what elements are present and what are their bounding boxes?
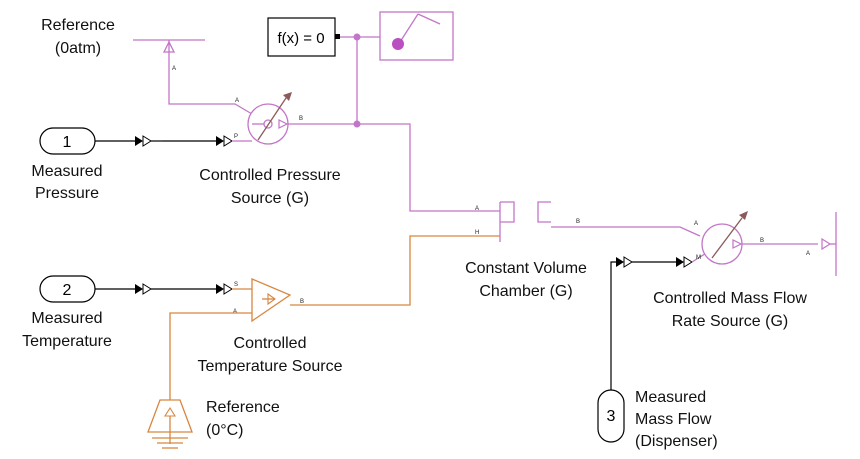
gas-connection-chamber-a[interactable] [288,123,500,212]
signal-line-pressure[interactable] [95,135,233,147]
gas-connection-reference[interactable] [168,58,253,115]
chamber-label-1: Constant Volume [465,260,587,277]
thermal-connection-reference[interactable] [169,312,252,400]
inport-3-label-2: Mass Flow [635,411,712,428]
gas-connection-massflow[interactable] [551,226,701,237]
controlled-temperature-source-block[interactable]: A B [233,278,304,323]
inport-3-number: 3 [607,408,616,425]
solver-label: f(x) = 0 [277,30,324,47]
gas-reference-label-2: (0atm) [55,40,101,57]
signal-line-temperature[interactable] [95,283,233,295]
thermal-reference-block[interactable] [147,399,193,449]
gas-reference-block[interactable]: A [133,39,205,72]
massflow-source-port-m: M [696,255,701,261]
massflow-source-port-b: B [760,238,764,244]
inport-3-label-3: (Dispenser) [635,433,718,450]
junction-dot-main [353,120,361,128]
scope-indicator-icon [392,38,404,50]
controlled-pressure-source-block[interactable]: A B [235,92,303,145]
pressure-source-port-a: A [235,98,239,104]
massflow-source-label-1: Controlled Mass Flow [653,290,807,307]
inport-3[interactable]: 3 [597,389,625,443]
inport-1-label-1: Measured [31,163,102,180]
inport-1[interactable]: 1 [39,127,96,155]
inport-1-number: 1 [63,134,72,151]
solver-configuration-block[interactable]: f(x) = 0 [267,17,340,57]
inport-2[interactable]: 2 [39,275,96,303]
inport-3-label-1: Measured [635,389,706,406]
pressure-source-label-2: Source (G) [231,190,309,207]
signal-line-massflow[interactable] [610,256,693,390]
inport-2-label-2: Temperature [22,333,112,350]
thermal-reference-label-1: Reference [206,399,280,416]
pressure-source-port-p: P [234,134,238,140]
massflow-source-port-a: A [694,221,698,227]
constant-volume-chamber-block[interactable]: A B H [475,201,580,242]
gas-reference-port-a: A [172,66,176,72]
chamber-port-a: A [475,206,479,212]
temperature-source-port-a: A [233,309,237,315]
thermal-reference-label-2: (0°C) [206,422,244,439]
chamber-label-2: Chamber (G) [479,283,572,300]
pressure-source-label-1: Controlled Pressure [199,167,341,184]
temperature-source-port-b: B [300,299,304,305]
temperature-source-port-s: S [234,282,238,288]
temperature-source-label-2: Temperature Source [198,358,343,375]
gas-scope-block[interactable] [379,11,454,61]
controlled-mass-flow-source-block[interactable]: A B [694,211,764,265]
pressure-source-port-b: B [299,116,303,122]
right-reference-port-a: A [806,251,810,257]
gas-reference-label-1: Reference [41,17,115,34]
inport-2-label-1: Measured [31,310,102,327]
temperature-source-label-1: Controlled [234,335,307,352]
chamber-port-h: H [475,230,479,236]
thermal-connection-chamber[interactable] [290,235,500,306]
right-reference-block[interactable]: A [806,212,837,276]
inport-2-number: 2 [63,282,72,299]
chamber-port-b: B [576,219,580,225]
inport-1-label-2: Pressure [35,185,99,202]
massflow-source-label-2: Rate Source (G) [672,313,788,330]
